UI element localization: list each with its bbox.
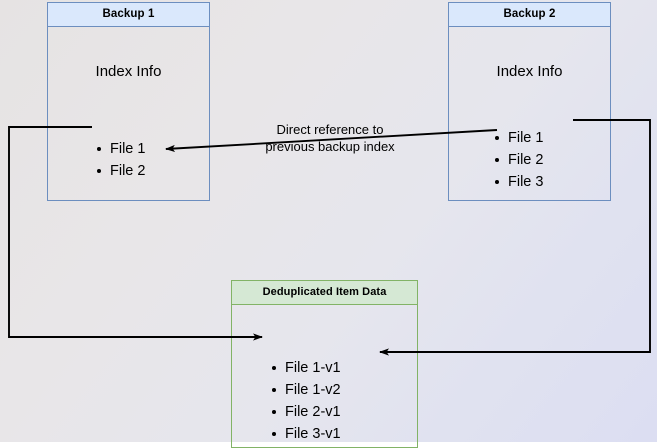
node-deduplicated-item-data[interactable]: Deduplicated Item Data File 1-v1 File 1-…	[231, 280, 418, 448]
edge-label-direct-reference: Direct reference to previous backup inde…	[247, 121, 413, 155]
node-backup-2-file-list: File 1 File 2 File 3	[494, 127, 543, 193]
node-backup-2-header: Backup 2	[449, 3, 610, 27]
node-backup-1-file-list: File 1 File 2	[96, 138, 145, 182]
node-backup-2-section-label: Index Info	[496, 63, 563, 80]
node-dedup-body: File 1-v1 File 1-v2 File 2-v1 File 3-v1	[232, 305, 417, 447]
list-item: File 1-v2	[271, 379, 341, 401]
node-backup-2[interactable]: Backup 2 Index Info File 1 File 2 File 3	[448, 2, 611, 201]
node-dedup-file-list: File 1-v1 File 1-v2 File 2-v1 File 3-v1	[271, 357, 341, 445]
node-backup-1[interactable]: Backup 1 Index Info File 1 File 2	[47, 2, 210, 201]
edge-label-line-1: Direct reference to	[276, 122, 384, 137]
node-dedup-header: Deduplicated Item Data	[232, 281, 417, 305]
list-item: File 3	[494, 171, 543, 193]
list-item: File 1	[494, 127, 543, 149]
node-backup-1-header: Backup 1	[48, 3, 209, 27]
node-backup-2-body: Index Info File 1 File 2 File 3	[449, 27, 610, 200]
list-item: File 1	[96, 138, 145, 160]
list-item: File 2-v1	[271, 401, 341, 423]
list-item: File 1-v1	[271, 357, 341, 379]
node-backup-1-section-label: Index Info	[95, 63, 162, 80]
list-item: File 2	[494, 149, 543, 171]
list-item: File 3-v1	[271, 423, 341, 445]
edge-label-line-2: previous backup index	[265, 139, 395, 154]
list-item: File 2	[96, 160, 145, 182]
node-backup-1-body: Index Info File 1 File 2	[48, 27, 209, 200]
